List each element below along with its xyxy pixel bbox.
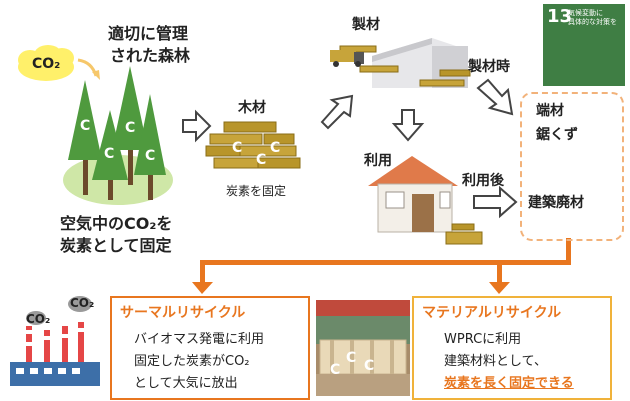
co2-label: CO₂ <box>32 56 61 72</box>
sdg-text: 気候変動に 具体的な対策を <box>568 9 617 26</box>
tree-c-mark: C <box>104 146 115 162</box>
deck-c-mark: C <box>364 358 375 374</box>
material-title: マテリアルリサイクル <box>422 305 562 321</box>
material-line-3: 炭素を長く固定できる <box>444 376 574 391</box>
waste-box <box>520 92 624 241</box>
forest-title-2: された森林 <box>110 46 191 65</box>
material-recycle-panel: マテリアルリサイクル WPRCに利用 建築材料として、 炭素を長く固定できる <box>412 296 612 400</box>
sawmill-title: 製材 <box>352 17 380 33</box>
forest-caption-2: 炭素として固定 <box>60 236 172 255</box>
waste-item1-line2: 鋸くず <box>536 127 578 143</box>
thermal-line-1: バイオマス発電に利用 <box>134 332 265 347</box>
deck-c-mark: C <box>346 350 357 366</box>
thermal-title: サーマルリサイクル <box>120 305 246 321</box>
material-line-1: WPRCに利用 <box>444 332 522 347</box>
deck-photo <box>316 300 410 396</box>
tree-c-mark: C <box>145 148 156 164</box>
usage-side-label: 利用後 <box>462 173 504 189</box>
house <box>368 156 483 245</box>
arrow-sawmill-waste <box>476 78 514 116</box>
tree-c-mark: C <box>125 120 136 136</box>
waste-item2: 建築廃材 <box>528 195 584 211</box>
recycle-flow <box>192 238 571 294</box>
lumber-c-mark: C <box>232 140 243 156</box>
forest-title-1: 適切に管理 <box>108 24 189 43</box>
lumber-c-mark: C <box>270 140 281 156</box>
arrow-use-waste <box>473 185 518 219</box>
usage-title: 利用 <box>364 153 392 169</box>
lumber-title: 木材 <box>238 100 266 116</box>
thermal-recycle-panel: サーマルリサイクル バイオマス発電に利用 固定した炭素がCO₂ として大気に放出 <box>110 296 310 400</box>
co2-cloud <box>18 45 74 81</box>
tree-c-mark: C <box>80 118 91 134</box>
cloud-arrow <box>77 58 98 77</box>
sawmill-building <box>330 38 471 88</box>
factory <box>10 296 100 386</box>
waste-item1-line1: 端材 <box>536 103 564 119</box>
deck-c-mark: C <box>330 362 341 378</box>
lumber-stack <box>205 121 301 169</box>
sdg13-badge: 13 気候変動に 具体的な対策を <box>543 4 625 86</box>
forest-trees <box>68 66 166 200</box>
lumber-caption: 炭素を固定 <box>226 184 287 198</box>
factory-co2-a: CO₂ <box>26 312 51 326</box>
thermal-line-2: 固定した炭素がCO₂ <box>134 354 250 369</box>
arrow-sawmill-use <box>391 109 425 142</box>
sawmill-side-label: 製材時 <box>468 59 510 75</box>
thermal-line-3: として大気に放出 <box>134 376 238 391</box>
material-line-2: 建築材料として、 <box>444 354 547 369</box>
arrow-forest-lumber <box>182 109 212 143</box>
factory-co2-b: CO₂ <box>70 296 95 310</box>
sdg-number: 13 <box>547 6 573 27</box>
lumber-c-mark: C <box>256 152 267 168</box>
forest-caption-1: 空気中のCO₂を <box>60 214 173 233</box>
arrow-lumber-sawmill <box>320 94 354 130</box>
